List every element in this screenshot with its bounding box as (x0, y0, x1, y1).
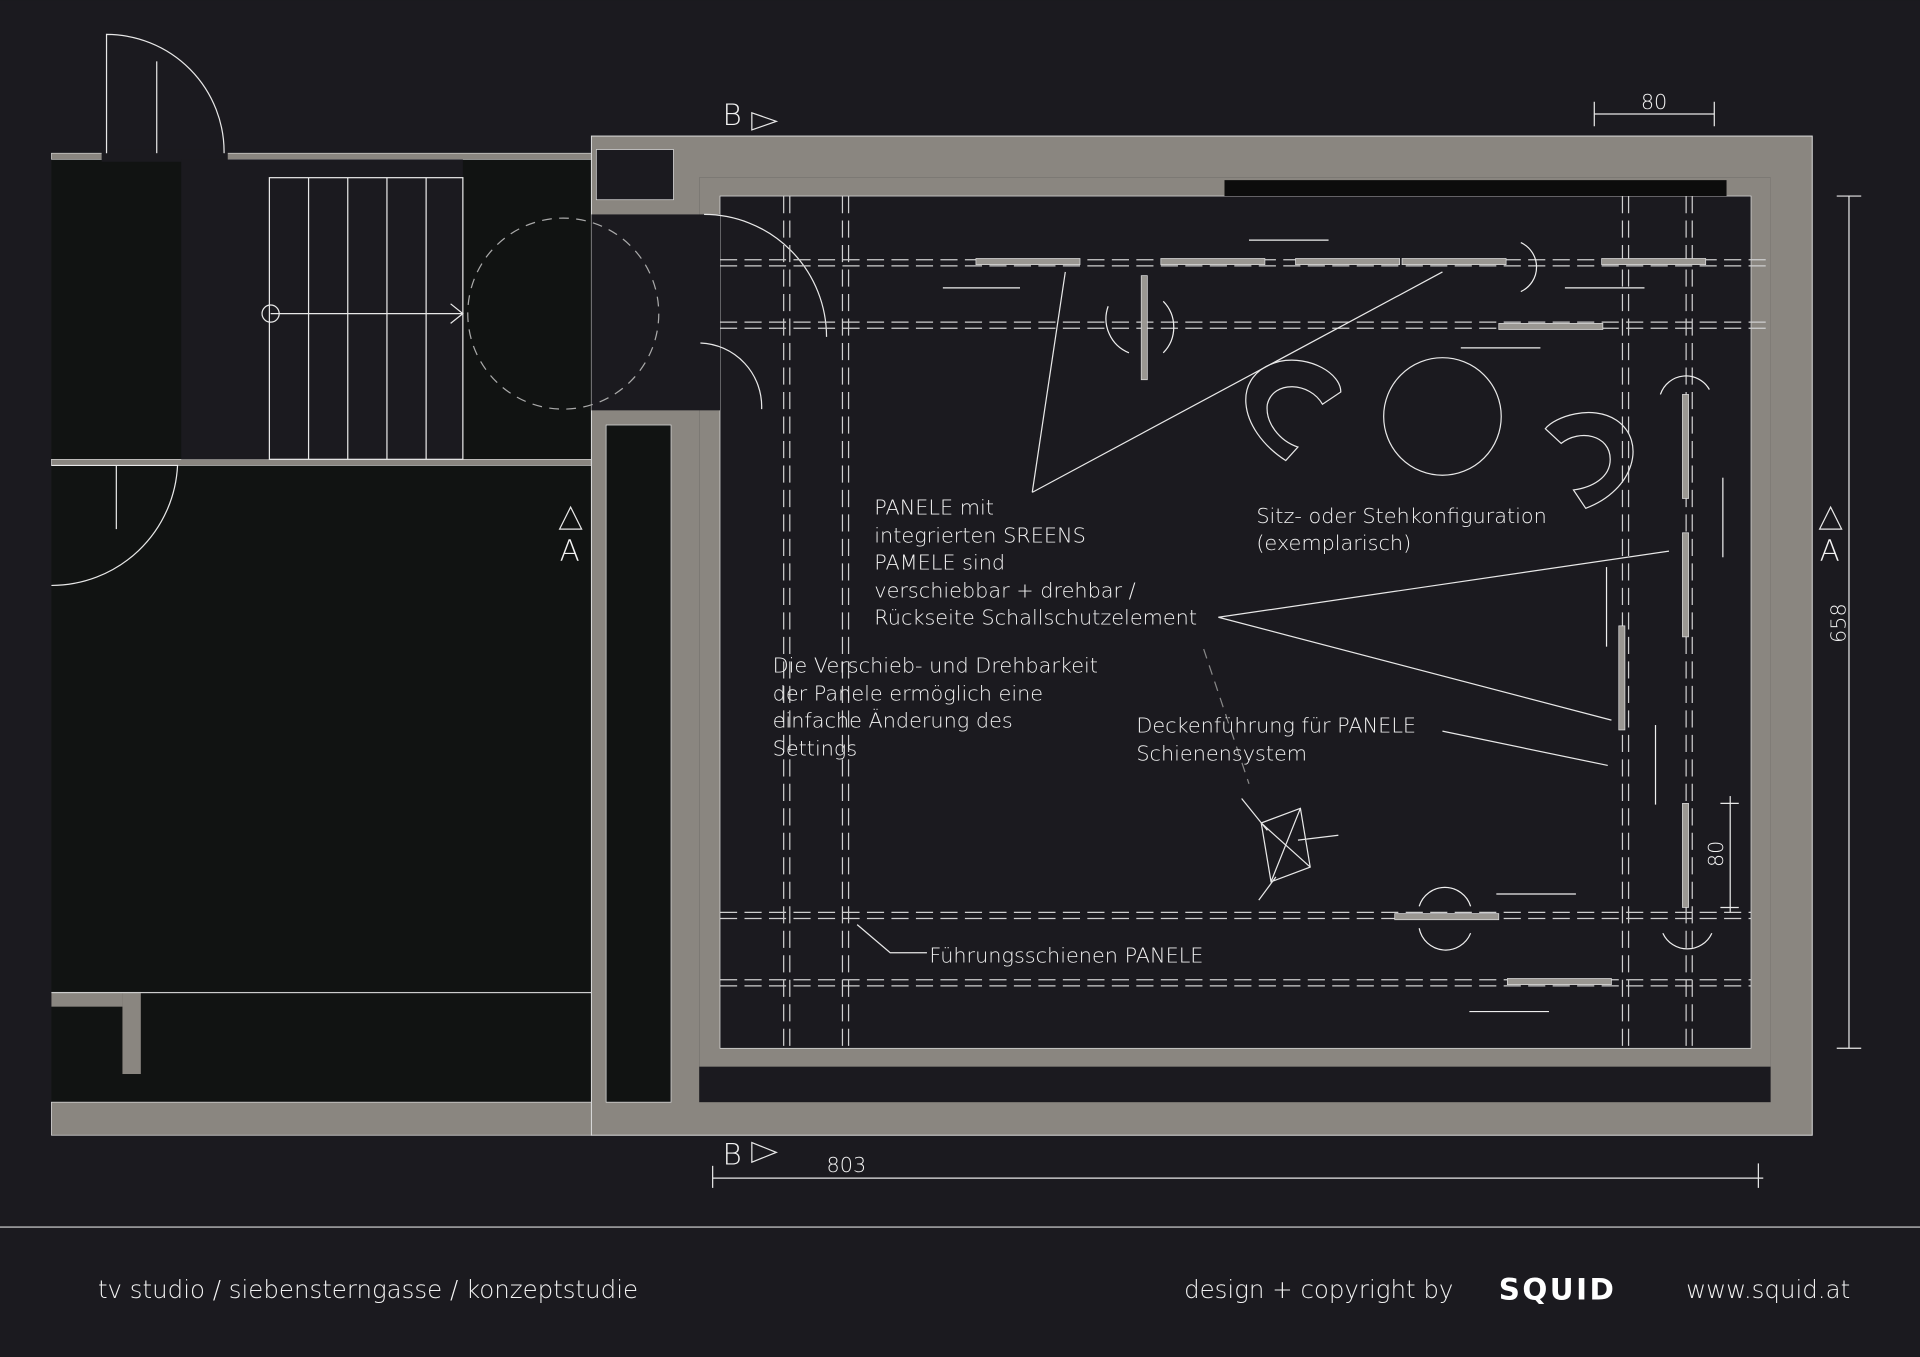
dim-80-top: 80 (1641, 90, 1667, 114)
annotation-flexibility: Die Verschieb- und Drehbarkeit der Panel… (773, 653, 1098, 760)
dimensions (558, 101, 1862, 1188)
svg-text:Sitz- oder Stehkonfiguration: Sitz- oder Stehkonfiguration (1256, 504, 1546, 528)
panels (975, 258, 1707, 985)
squid-logo: SQUID (1499, 1272, 1617, 1306)
adjacent-rooms (51, 33, 592, 1136)
staircase (261, 177, 464, 460)
door-swing-top (105, 33, 225, 154)
svg-text:Deckenführung für PANELE: Deckenführung für PANELE (1136, 713, 1416, 737)
section-mark-a-right: A (1820, 534, 1840, 568)
door-turning-circle (467, 217, 660, 410)
round-table (1383, 357, 1502, 476)
studio-door (700, 213, 828, 410)
svg-text:PAMELE sind: PAMELE sind (874, 551, 1005, 575)
door-swing-left (51, 464, 179, 587)
footer-url[interactable]: www.squid.at (1686, 1275, 1850, 1304)
section-mark-a-left: A (560, 534, 580, 568)
svg-text:Die Verschieb- und Drehbarkeit: Die Verschieb- und Drehbarkeit (773, 653, 1098, 677)
svg-text:Schienensystem: Schienensystem (1136, 742, 1307, 766)
svg-text:einfache Änderung des: einfache Änderung des (773, 706, 1013, 732)
svg-text:(exemplarisch): (exemplarisch) (1256, 531, 1411, 555)
annotation-rails: Führungsschienen PANELE (929, 944, 1203, 968)
movement-arrows (942, 239, 1724, 1013)
svg-text:der Panele ermöglich eine: der Panele ermöglich eine (773, 682, 1043, 706)
svg-text:Settings: Settings (773, 737, 858, 761)
annotation-seating: Sitz- oder Stehkonfiguration (exemplaris… (1256, 504, 1546, 555)
annotation-panels: PANELE mit integrierten SREENS PAMELE si… (874, 495, 1197, 629)
svg-text:integrierten SREENS: integrierten SREENS (874, 524, 1085, 548)
annotation-ceiling: Deckenführung für PANELE Schienensystem (1136, 713, 1416, 765)
section-mark-b-top: B (722, 98, 741, 132)
dim-80-right: 80 (1704, 841, 1728, 867)
armchair (1544, 412, 1634, 510)
dim-658: 658 (1826, 603, 1850, 643)
svg-text:Rückseite Schallschutzelement: Rückseite Schallschutzelement (874, 606, 1197, 630)
footer-project-title: tv studio / siebensterngasse / konzeptst… (98, 1275, 638, 1304)
camera-icon (1241, 798, 1339, 901)
svg-text:verschiebbar + drehbar /: verschiebbar + drehbar / (874, 579, 1135, 603)
svg-text:PANELE mit: PANELE mit (874, 495, 994, 519)
section-mark-b-bottom: B (722, 1138, 741, 1172)
armchair (1245, 359, 1342, 462)
dim-803: 803 (827, 1153, 867, 1177)
footer-credit: design + copyright by (1184, 1275, 1453, 1304)
seating (1241, 357, 1634, 901)
leader-lines (856, 271, 1670, 954)
